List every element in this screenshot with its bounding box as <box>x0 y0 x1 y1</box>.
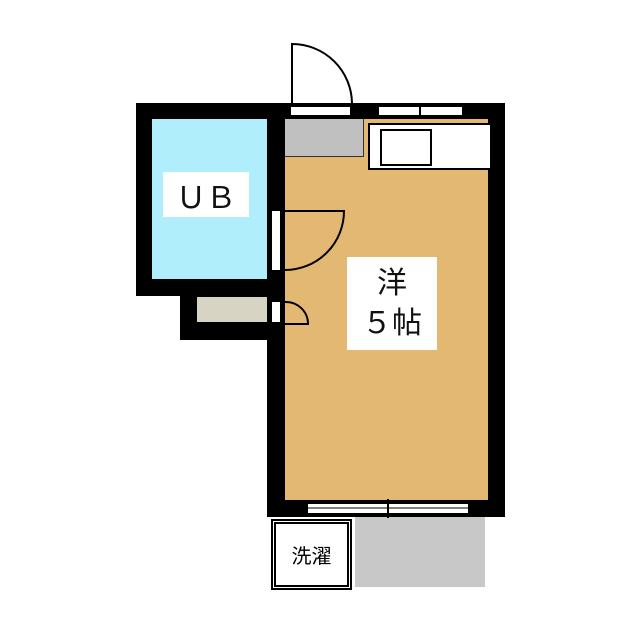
balcony <box>355 517 485 587</box>
closet-door-opening[interactable] <box>272 302 280 322</box>
laundry-label: 洗濯 <box>291 544 332 568</box>
entrance-door-swing <box>291 42 353 104</box>
sink <box>380 129 432 166</box>
room-size: ５帖 <box>362 305 422 341</box>
unit-bath-label: ＵＢ <box>163 172 249 217</box>
closet-door-swing <box>284 300 310 325</box>
room-type: 洋 <box>377 265 407 301</box>
western-room-label: 洋 ５帖 <box>347 257 437 350</box>
closet <box>197 297 267 322</box>
bath-door-swing <box>284 210 346 271</box>
bath-door-opening[interactable] <box>272 211 280 270</box>
laundry-space: 洗濯 <box>271 519 352 590</box>
entrance-door-opening[interactable] <box>291 107 350 115</box>
entrance-floor <box>285 119 364 157</box>
